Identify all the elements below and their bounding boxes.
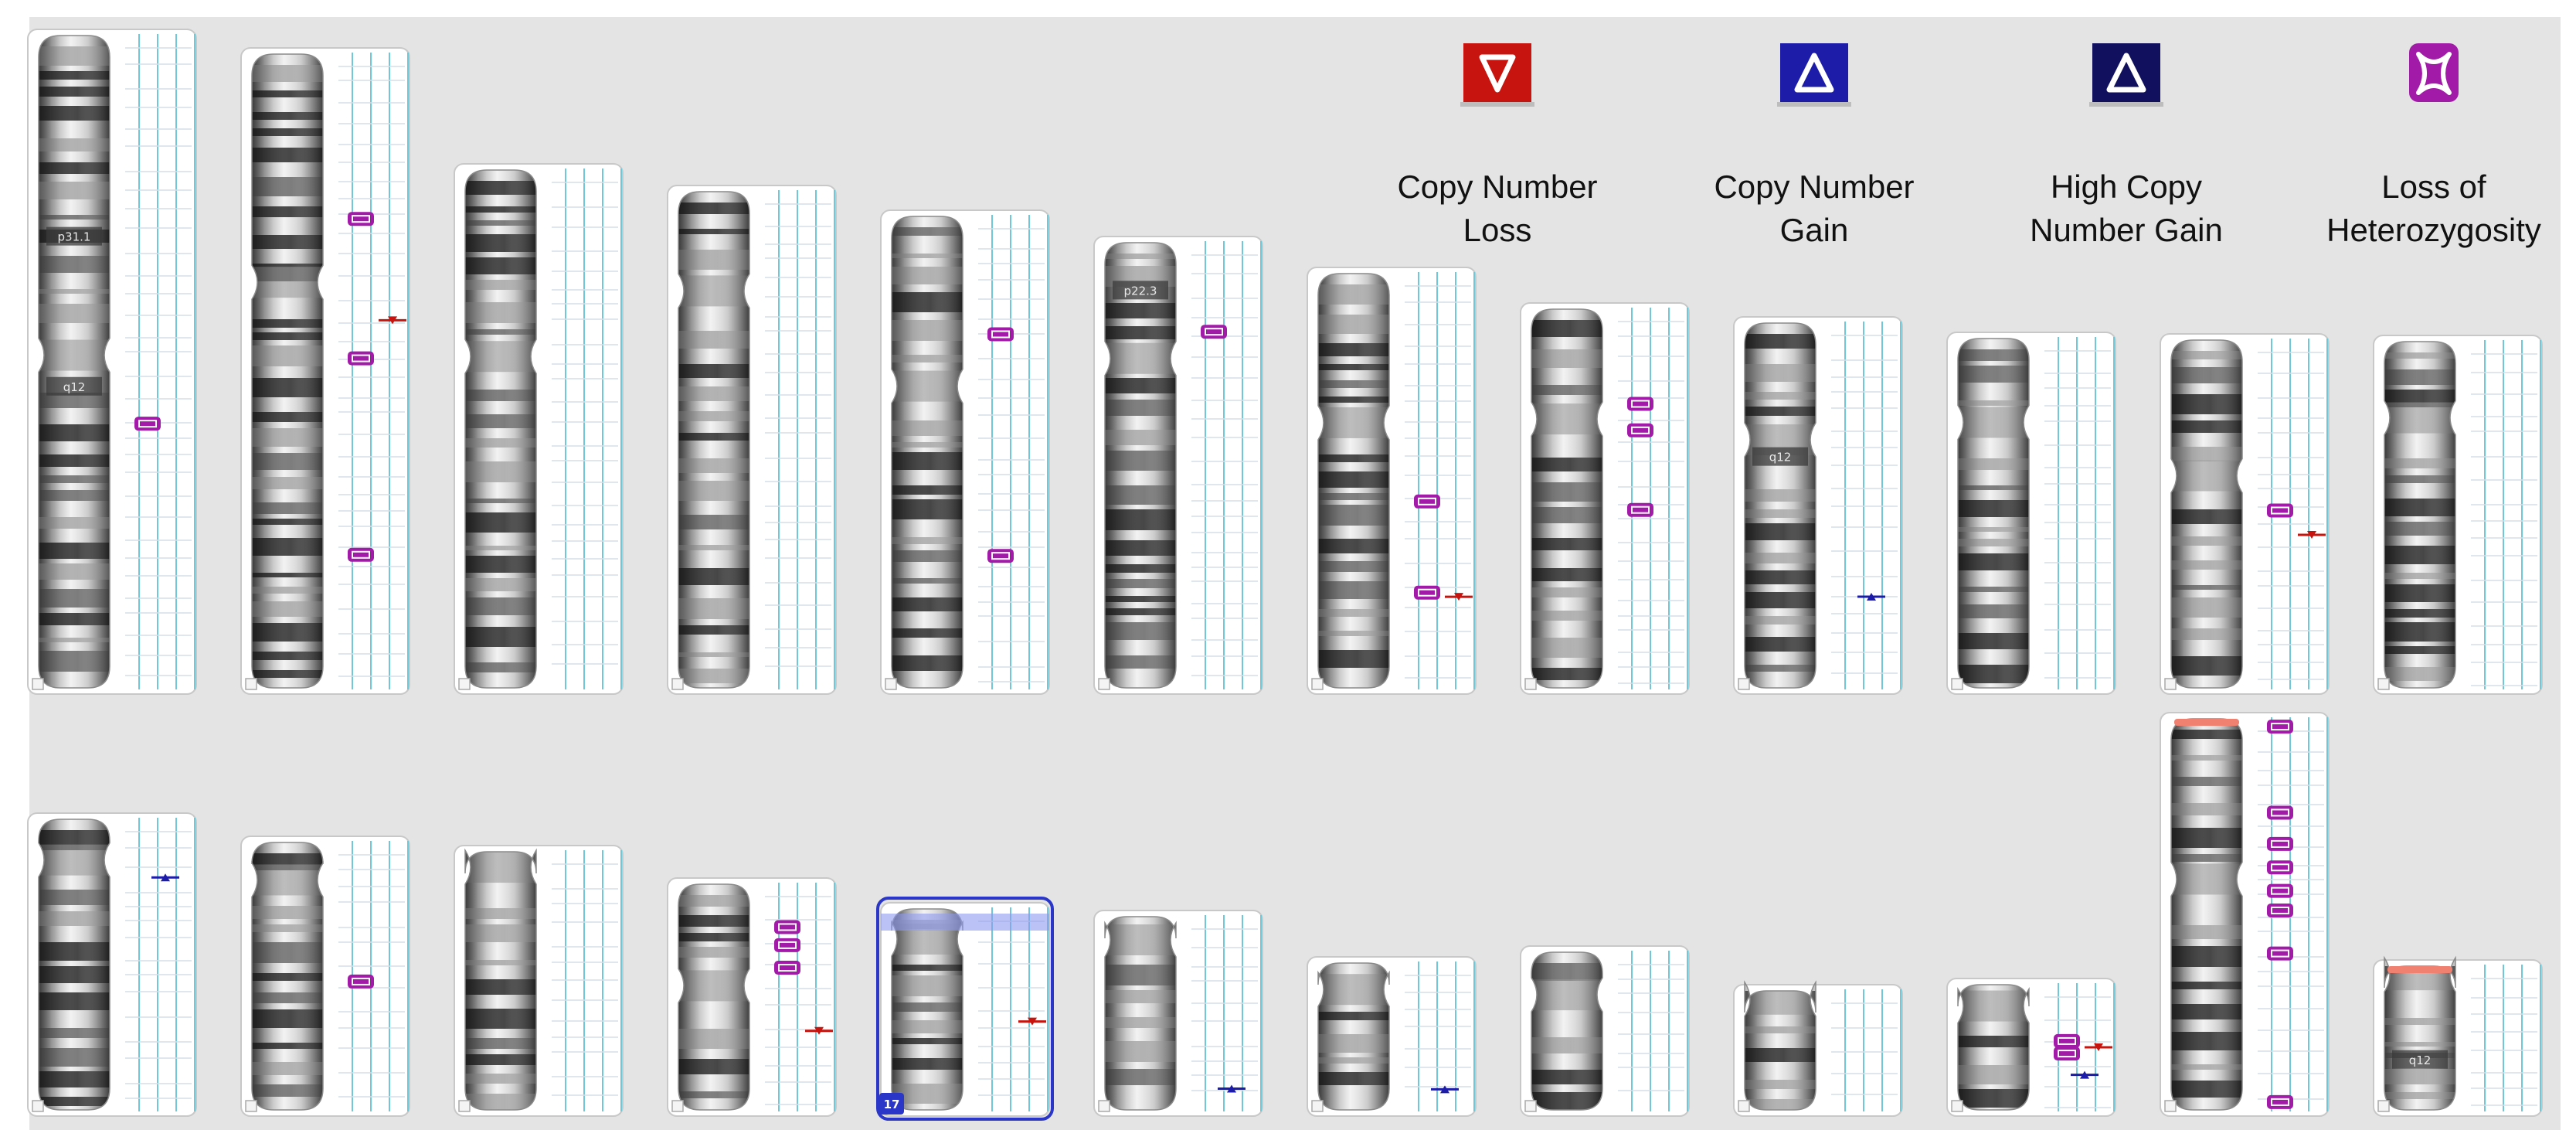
chromosome-checkbox[interactable]: [1311, 1100, 1324, 1112]
chromosome-6[interactable]: p22.3: [1093, 236, 1263, 695]
chromosome-checkbox[interactable]: [2377, 1100, 2390, 1112]
chromosome-11[interactable]: [2160, 333, 2330, 695]
chromosome-body: [1958, 339, 2029, 688]
chromosome-checkbox[interactable]: [1311, 678, 1324, 690]
chromosome-23[interactable]: [2160, 712, 2330, 1117]
chromosome-checkbox[interactable]: [245, 678, 257, 690]
band-label: p31.1: [58, 230, 91, 244]
chromosome-body: [1318, 963, 1389, 1110]
chromosome-8[interactable]: [1520, 302, 1690, 695]
chromosome-3[interactable]: [454, 163, 624, 695]
chromosome-19[interactable]: [1307, 956, 1477, 1117]
chromosome-14[interactable]: [240, 836, 410, 1117]
chromosome-body: [892, 216, 963, 688]
chromosome-16[interactable]: [667, 877, 837, 1117]
chromosome-checkbox[interactable]: [671, 1100, 684, 1112]
chromosome-10[interactable]: [1946, 332, 2116, 695]
star-icon: [2389, 39, 2479, 112]
chromosome-body: [252, 54, 323, 688]
chromosome-21[interactable]: [1733, 980, 1903, 1117]
chromosome-body: [1745, 323, 1816, 688]
triangle-down-icon: [1453, 39, 1542, 112]
telomere-marker: [2387, 966, 2452, 973]
chromosome-checkbox[interactable]: [458, 1100, 471, 1112]
chromosome-body: [465, 852, 536, 1110]
chromosome-body: [2384, 342, 2455, 688]
chromosome-13[interactable]: [27, 812, 197, 1117]
chromosome-24[interactable]: q12: [2373, 955, 2543, 1117]
chromosome-body: [892, 909, 963, 1110]
chromosome-body: [1531, 309, 1602, 688]
chromosome-body: [39, 819, 110, 1110]
chromosome-checkbox[interactable]: [1738, 1100, 1750, 1112]
triangle-up-icon: [1769, 39, 1859, 112]
band-label: p22.3: [1124, 284, 1157, 298]
legend-label: Loss of Heterozygosity: [2326, 168, 2541, 248]
selection-bar: [881, 914, 1049, 931]
chromosome-1[interactable]: p31.1 q12: [27, 29, 197, 695]
chromosome-checkbox[interactable]: [2377, 678, 2390, 690]
chromosome-checkbox[interactable]: [1951, 678, 1963, 690]
chromosome-body: [465, 170, 536, 688]
chromosome-body: [678, 192, 749, 688]
chromosome-checkbox[interactable]: [1098, 1100, 1110, 1112]
chromosome-body: [2384, 959, 2455, 1110]
karyogram-canvas: [29, 17, 2561, 1130]
triangle-up-icon: [2082, 39, 2171, 112]
chromosome-checkbox[interactable]: [1524, 1100, 1537, 1112]
chromosome-4[interactable]: [667, 185, 837, 695]
band-label: q12: [1769, 451, 1792, 465]
chromosome-checkbox[interactable]: [32, 1100, 44, 1112]
chromosome-body: [1105, 917, 1176, 1110]
chromosome-22[interactable]: [1946, 978, 2116, 1117]
chromosome-body: [678, 884, 749, 1110]
chromosome-checkbox[interactable]: [1524, 678, 1537, 690]
chromosome-15[interactable]: [454, 845, 624, 1117]
chromosome-12[interactable]: [2373, 335, 2543, 695]
chromosome-7[interactable]: [1307, 267, 1477, 695]
chromosome-checkbox[interactable]: [2164, 1100, 2177, 1112]
chromosome-number-badge: [879, 1093, 904, 1115]
chromosome-18[interactable]: [1093, 910, 1263, 1117]
chromosome-17[interactable]: 17: [876, 897, 1054, 1121]
chromosome-checkbox[interactable]: [1951, 1100, 1963, 1112]
chromosome-9[interactable]: q12: [1733, 316, 1903, 695]
chromosome-5[interactable]: [880, 209, 1050, 695]
chromosome-checkbox[interactable]: [1738, 678, 1750, 690]
chromosome-checkbox[interactable]: [458, 678, 471, 690]
chromosome-body: [2171, 340, 2242, 688]
chromosome-body: [1318, 274, 1389, 688]
chromosome-checkbox[interactable]: [32, 678, 44, 690]
band-label: q12: [63, 380, 86, 394]
chromosome-body: [252, 842, 323, 1110]
legend-label: Copy Number Loss: [1397, 168, 1598, 248]
legend-label: Copy Number Gain: [1714, 168, 1915, 248]
chromosome-number: 17: [884, 1098, 900, 1111]
chromosome-body: [1745, 983, 1816, 1110]
chromosome-checkbox[interactable]: [1098, 678, 1110, 690]
telomere-marker: [2174, 719, 2239, 726]
chromosome-body: [1531, 952, 1602, 1110]
selection-outline: [876, 897, 1054, 1121]
chromosome-checkbox[interactable]: [671, 678, 684, 690]
chromosome-2[interactable]: [240, 47, 410, 695]
legend-label: High Copy Number Gain: [2030, 168, 2223, 248]
chromosome-checkbox[interactable]: [885, 678, 897, 690]
band-label: q12: [2409, 1053, 2432, 1067]
chromosome-body: [1958, 985, 2029, 1110]
chromosome-checkbox[interactable]: [2164, 678, 2177, 690]
chromosome-body: [1105, 243, 1176, 688]
chromosome-20[interactable]: [1520, 945, 1690, 1117]
chromosome-body: [39, 36, 110, 688]
chromosome-checkbox[interactable]: [245, 1100, 257, 1112]
chromosome-body: [2171, 719, 2242, 1110]
